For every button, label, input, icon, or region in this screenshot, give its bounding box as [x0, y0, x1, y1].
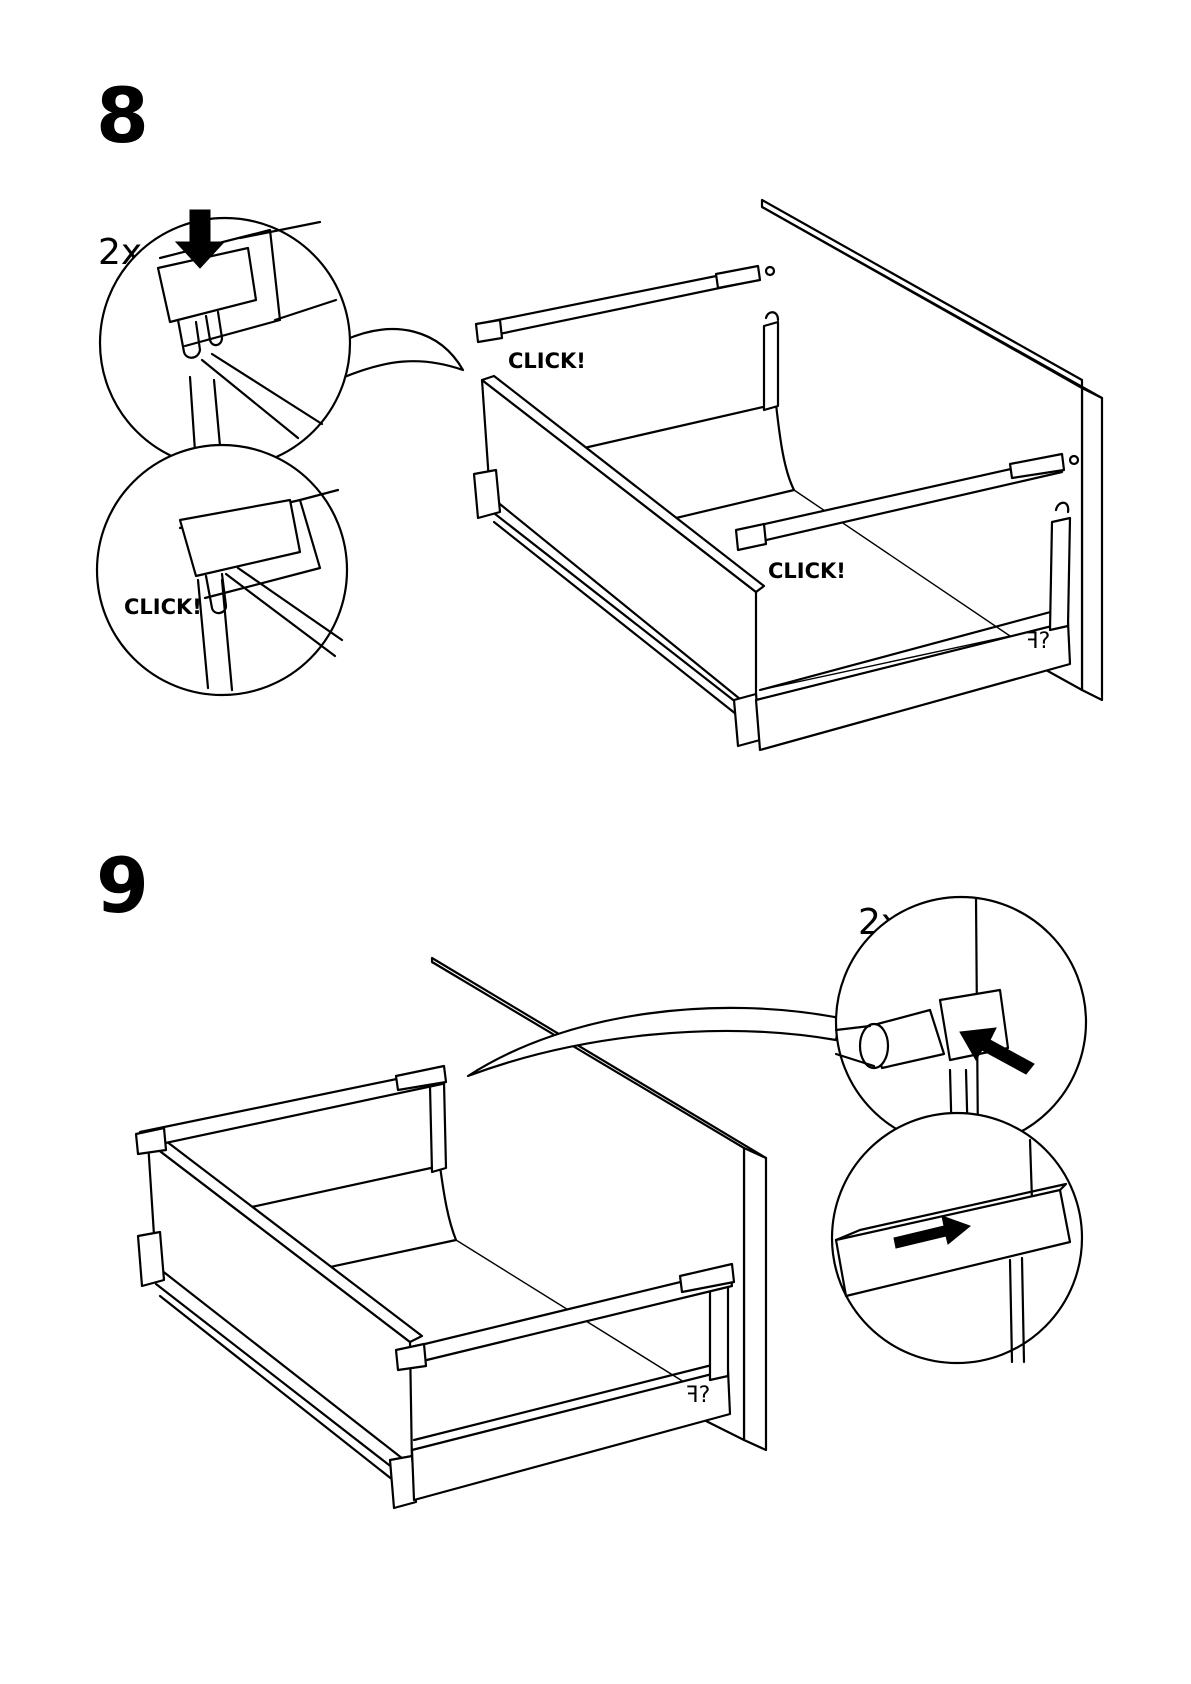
brand-mark-icon: ꟻ? — [1026, 629, 1050, 654]
click-label: CLICK! — [508, 349, 586, 373]
detail-circle-bottom — [97, 445, 347, 695]
step-8: 8 2x — [96, 71, 1102, 750]
brand-mark-icon: ꟻ? — [686, 1383, 710, 1408]
click-label: CLICK! — [768, 559, 846, 583]
step-9: 9 2x ꟻ? — [96, 841, 1086, 1508]
step-number: 8 — [96, 71, 149, 160]
detail-circle-bottom — [832, 1113, 1082, 1363]
step-number: 9 — [96, 841, 149, 930]
detail-circle-top — [100, 210, 463, 468]
rail-back — [476, 266, 774, 342]
detail-circle-top — [836, 897, 1086, 1147]
click-label: CLICK! — [124, 595, 202, 619]
